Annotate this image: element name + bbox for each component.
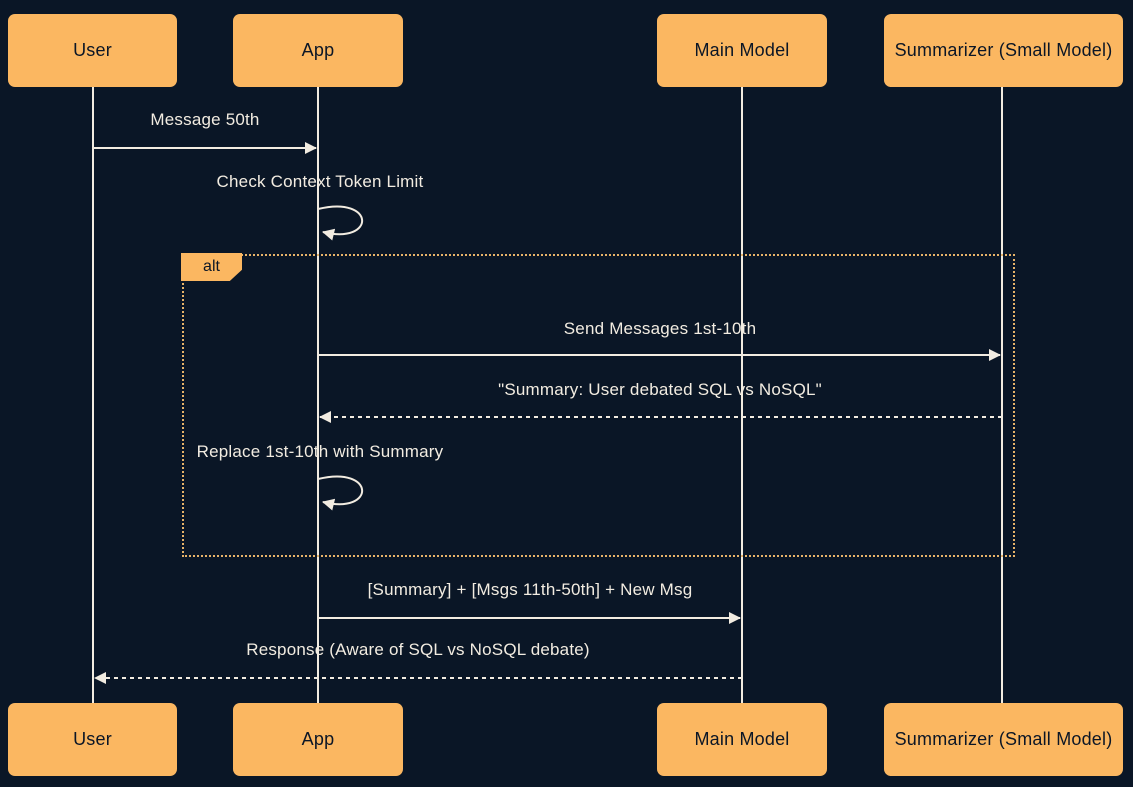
actor-bottom-main-model: Main Model	[657, 703, 827, 776]
alt-fragment-frame	[182, 254, 1015, 557]
alt-fragment-label: alt	[181, 253, 242, 281]
self-loop-replace-summary	[317, 475, 364, 511]
actor-top-summarizer: Summarizer (Small Model)	[884, 14, 1123, 87]
actor-bottom-user: User	[8, 703, 177, 776]
actor-bottom-summarizer: Summarizer (Small Model)	[884, 703, 1123, 776]
actor-bottom-app: App	[233, 703, 403, 776]
actor-top-app: App	[233, 14, 403, 87]
message-label-summary-return: "Summary: User debated SQL vs NoSQL"	[498, 380, 822, 399]
actor-top-main-model: Main Model	[657, 14, 827, 87]
message-label-send-messages: Send Messages 1st-10th	[563, 319, 757, 338]
message-label-replace-summary: Replace 1st-10th with Summary	[196, 442, 444, 461]
actor-top-user: User	[8, 14, 177, 87]
message-label-message-50th: Message 50th	[150, 110, 260, 129]
message-label-response: Response (Aware of SQL vs NoSQL debate)	[246, 640, 590, 659]
message-label-check-context: Check Context Token Limit	[216, 172, 424, 191]
message-label-summary-plus-msgs: [Summary] + [Msgs 11th-50th] + New Msg	[367, 580, 693, 599]
self-loop-check-context	[317, 205, 364, 241]
